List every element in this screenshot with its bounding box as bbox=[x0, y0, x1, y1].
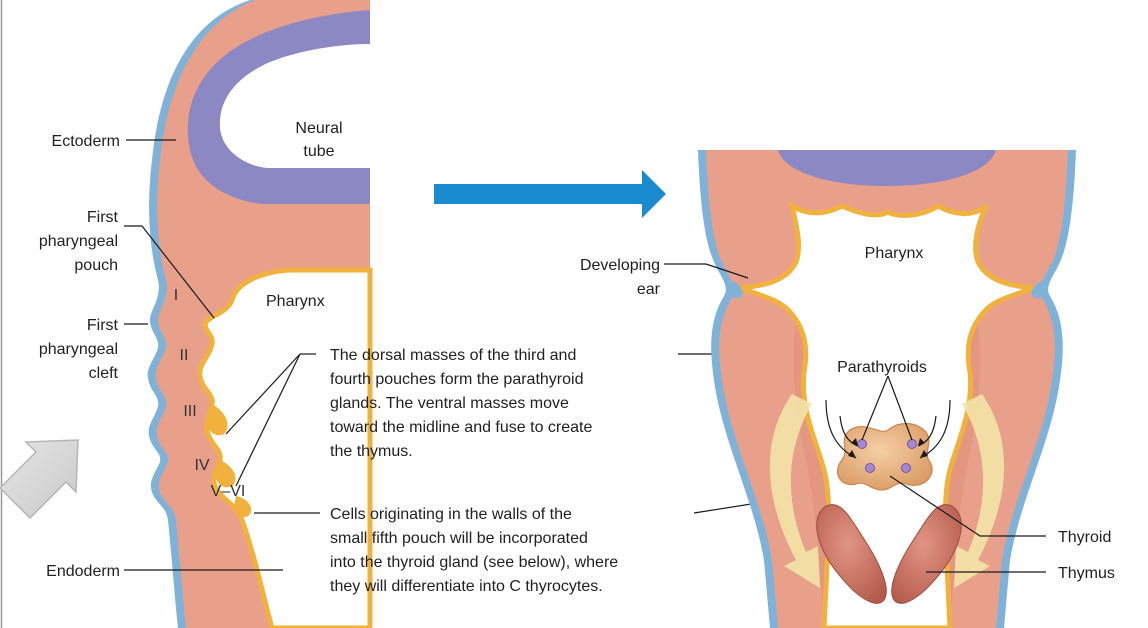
first-cleft-label-line2: pharyngeal bbox=[39, 341, 118, 358]
parathyroid-upper-right bbox=[908, 440, 917, 449]
fifth-text-line: into the thyroid gland (see below), wher… bbox=[330, 554, 618, 571]
pouch-number-II: II bbox=[180, 347, 189, 364]
pouch-number-IV: IV bbox=[194, 457, 209, 474]
dorsal-masses-description: The dorsal masses of the third and fourt… bbox=[330, 347, 592, 460]
dorsal-text-line: the thymus. bbox=[330, 443, 413, 460]
fifth-text-line: small fifth pouch will be incorporated bbox=[330, 530, 588, 547]
ectoderm-label: Ectoderm bbox=[52, 133, 120, 150]
parathyroid-lower-right bbox=[902, 464, 911, 473]
left-pharynx-label: Pharynx bbox=[266, 293, 325, 310]
right-pharynx-label: Pharynx bbox=[865, 245, 924, 262]
fifth-pouch-description: Cells originating in the walls of the sm… bbox=[330, 506, 618, 595]
gray-arrow-icon bbox=[0, 440, 78, 518]
first-pouch-label-line1: First bbox=[87, 209, 119, 226]
first-pouch-label-line3: pouch bbox=[74, 257, 118, 274]
neural-tube-label-line2: tube bbox=[303, 143, 334, 160]
dorsal-text-line: The dorsal masses of the third and bbox=[330, 347, 576, 364]
dorsal-text-line: fourth pouches form the parathyroid bbox=[330, 371, 583, 388]
first-cleft-label-line1: First bbox=[87, 317, 119, 334]
thyroid-label: Thyroid bbox=[1058, 529, 1111, 546]
neural-tube-label-line1: Neural bbox=[295, 120, 342, 137]
endoderm-label: Endoderm bbox=[46, 563, 120, 580]
first-pouch-label-line2: pharyngeal bbox=[39, 233, 118, 250]
dorsal-text-line: toward the midline and fuse to create bbox=[330, 419, 592, 436]
parathyroid-lower-left bbox=[866, 464, 875, 473]
thymus-label: Thymus bbox=[1058, 565, 1115, 582]
pouch-number-V-VI: V–VI bbox=[211, 483, 246, 500]
developing-ear-label-line1: Developing bbox=[580, 257, 660, 274]
dorsal-text-line: glands. The ventral masses move bbox=[330, 395, 569, 412]
fifth-text-line: Cells originating in the walls of the bbox=[330, 506, 572, 523]
blue-transition-arrow-icon bbox=[434, 170, 666, 218]
pouch-number-I: I bbox=[174, 287, 178, 304]
parathyroids-label: Parathyroids bbox=[837, 359, 927, 376]
right-embryo-section bbox=[698, 150, 1076, 628]
fifth-text-line: they will differentiate into C thyrocyte… bbox=[330, 578, 603, 595]
parathyroid-upper-left bbox=[858, 440, 867, 449]
developing-ear-label-line2: ear bbox=[637, 281, 661, 298]
pouch-number-III: III bbox=[183, 403, 196, 420]
first-cleft-label-line3: cleft bbox=[89, 365, 119, 382]
